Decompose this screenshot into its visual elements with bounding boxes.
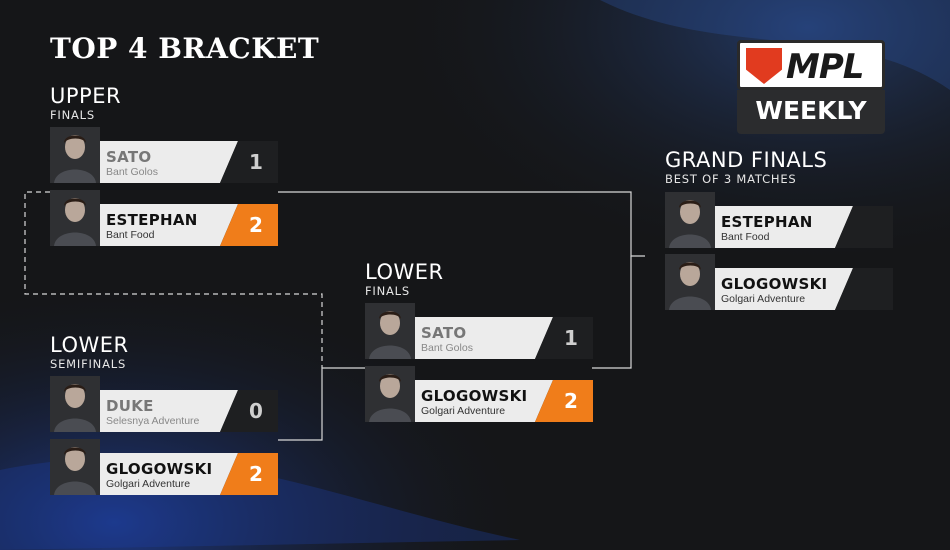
player-deck: Bant Food [721,231,770,243]
player-name: GLOGOWSKI [721,275,828,293]
player-avatar [50,190,100,246]
player-name: DUKE [106,397,154,415]
match-card[interactable]: SATO Bant Golos 1 [50,141,278,183]
lower-semis-header: LOWER [50,333,129,357]
player-deck: Bant Golos [106,166,158,178]
player-deck: Golgari Adventure [721,293,806,305]
match-card[interactable]: ESTEPHAN Bant Food [665,206,893,248]
player-deck: Bant Golos [421,342,473,354]
player-name: GLOGOWSKI [106,460,213,478]
lower-finals-subheader: FINALS [365,284,410,298]
player-avatar [365,303,415,359]
player-name: GLOGOWSKI [421,387,528,405]
player-deck: Golgari Adventure [106,478,191,490]
player-avatar [365,366,415,422]
player-avatar [665,254,715,310]
grand-finals-header: GRAND FINALS [665,148,828,172]
upper-header: UPPER [50,84,122,108]
player-name: ESTEPHAN [721,213,813,231]
page-title: TOP 4 BRACKET [50,32,320,65]
match-card[interactable]: ESTEPHAN Bant Food 2 [50,204,278,246]
mpl-weekly-logo: MPL WEEKLY [737,40,885,134]
player-avatar [50,439,100,495]
player-score: 2 [220,204,278,246]
match-card[interactable]: GLOGOWSKI Golgari Adventure 2 [50,453,278,495]
player-deck: Golgari Adventure [421,405,506,417]
player-deck: Bant Food [106,229,155,241]
upper-subheader: FINALS [50,108,95,122]
logo-sub: WEEKLY [755,96,867,125]
player-avatar [50,376,100,432]
player-deck: Selesnya Adventure [106,415,200,427]
player-avatar [665,192,715,248]
logo-mark: MPL [786,47,864,87]
player-name: SATO [106,148,152,166]
match-card[interactable]: SATO Bant Golos 1 [365,317,593,359]
player-name: ESTEPHAN [106,211,198,229]
mpl-shield-icon [746,48,782,84]
lower-semis-subheader: SEMIFINALS [50,357,127,371]
player-avatar [50,127,100,183]
match-card[interactable]: GLOGOWSKI Golgari Adventure [665,268,893,310]
lower-finals-header: LOWER [365,260,444,284]
match-card[interactable]: DUKE Selesnya Adventure 0 [50,390,278,432]
player-name: SATO [421,324,467,342]
grand-finals-subheader: BEST OF 3 MATCHES [665,172,797,186]
match-card[interactable]: GLOGOWSKI Golgari Adventure 2 [365,380,593,422]
